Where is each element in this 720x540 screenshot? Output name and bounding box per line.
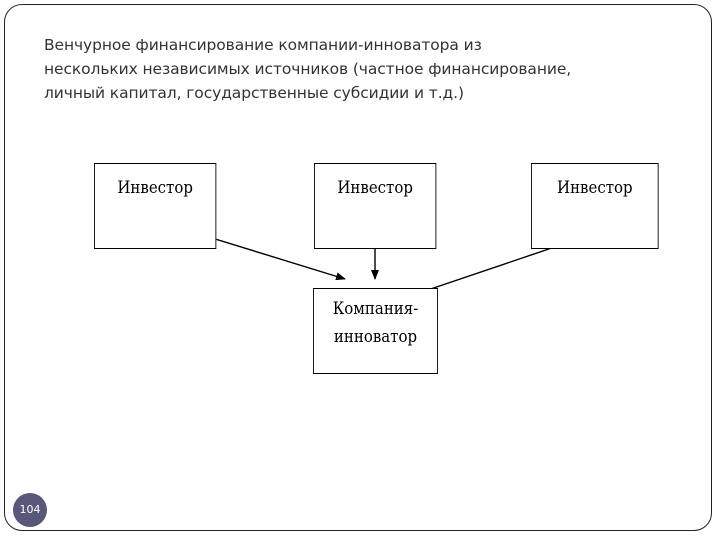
slide-caption: Венчурное финансирование компании-иннова…: [44, 33, 644, 105]
caption-line-1: Венчурное финансирование компании-иннова…: [44, 36, 482, 54]
investor-box-1: Инвестор: [94, 163, 217, 249]
company-box: Компания- инноватор: [313, 288, 438, 374]
investor-box-3: Инвестор: [531, 163, 659, 249]
caption-line-2: нескольких независимых источников (частн…: [44, 60, 572, 78]
investor-box-2: Инвестор: [314, 163, 437, 249]
investor-label-1: Инвестор: [117, 178, 193, 198]
company-label-line-1: Компания-: [332, 299, 419, 319]
page-number-badge: 104: [13, 493, 47, 527]
investor-label-3: Инвестор: [557, 178, 633, 198]
company-label-line-2: инноватор: [333, 327, 418, 347]
caption-line-3: личный капитал, государственные субсидии…: [44, 84, 464, 102]
investor-label-2: Инвестор: [337, 178, 413, 198]
